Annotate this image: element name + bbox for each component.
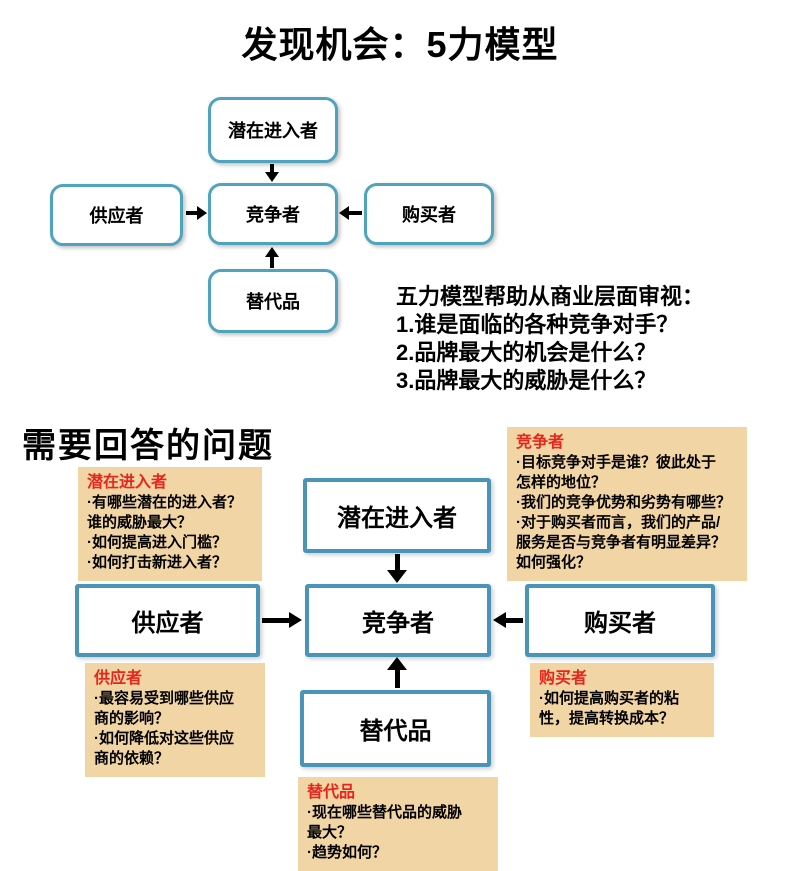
annotation-line: ·对于购买者而言，我们的产品/ — [516, 514, 721, 531]
top-node-competitors-label: 竞争者 — [246, 205, 300, 225]
arrow-shaft — [395, 670, 400, 688]
insight-text-block: 五力模型帮助从商业层面审视： 1.谁是面临的各种竞争对手？ 2.品牌最大的机会是… — [396, 283, 796, 395]
bottom-node-substitutes-label: 替代品 — [359, 718, 432, 745]
top-node-buyers: 购买者 — [364, 183, 494, 245]
annotation-potential-entrants: 潜在进入者 ·有哪些潜在的进入者？ 谁的威胁最大？ ·如何提高进入门槛？ ·如何… — [78, 467, 262, 581]
annotation-line: ·如何打击新进入者？ — [87, 554, 227, 571]
top-node-competitors: 竞争者 — [208, 183, 338, 245]
bottom-node-competitors-label: 竞争者 — [362, 610, 434, 637]
insight-heading: 五力模型帮助从商业层面审视： — [396, 284, 705, 309]
bottom-node-suppliers-label: 供应者 — [131, 610, 204, 637]
annotation-line: ·如何提高进入门槛？ — [87, 534, 227, 551]
insight-item-1: 1.谁是面临的各种竞争对手？ — [396, 312, 679, 337]
arrow-shaft — [270, 257, 274, 268]
annotation-title: 竞争者 — [516, 434, 565, 451]
arrow-shaft — [262, 618, 290, 623]
annotation-line: 性，提高转换成本？ — [539, 710, 675, 727]
annotation-competitors: 竞争者 ·目标竞争对手是谁？彼此处于 怎样的地位？ ·我们的竞争优势和劣势有哪些… — [507, 427, 747, 581]
annotation-line: 如何强化？ — [516, 554, 592, 571]
arrow-head — [265, 172, 279, 182]
arrow-head — [339, 206, 349, 220]
bottom-node-buyers: 购买者 — [525, 584, 715, 657]
annotation-line: 服务是否与竞争者有明显差异？ — [516, 534, 727, 551]
top-node-suppliers-label: 供应者 — [89, 206, 144, 226]
top-node-buyers-label: 购买者 — [402, 205, 456, 225]
bottom-node-suppliers: 供应者 — [75, 584, 260, 657]
annotation-line: ·如何提高购买者的粘 — [539, 690, 679, 707]
annotation-title: 替代品 — [307, 784, 356, 801]
annotation-line: ·现在哪些替代品的威胁 — [307, 804, 462, 821]
annotation-buyers: 购买者 ·如何提高购买者的粘 性，提高转换成本？ — [530, 663, 714, 737]
arrow-head — [197, 206, 207, 220]
annotation-title: 潜在进入者 — [87, 474, 168, 491]
arrow-head — [265, 247, 279, 257]
top-node-substitutes: 替代品 — [208, 269, 338, 333]
annotation-line: 怎样的地位？ — [516, 474, 607, 491]
arrow-head — [289, 612, 302, 628]
arrow-shaft — [349, 211, 362, 215]
insight-item-2: 2.品牌最大的机会是什么？ — [396, 340, 657, 365]
arrow-shaft — [270, 164, 274, 174]
annotation-title: 购买者 — [539, 670, 588, 687]
annotation-line: ·有哪些潜在的进入者？ — [87, 494, 242, 511]
arrow-shaft — [505, 618, 523, 623]
bottom-node-substitutes: 替代品 — [300, 690, 491, 767]
insight-item-3: 3.品牌最大的威胁是什么？ — [396, 368, 657, 393]
annotation-line: 谁的威胁最大？ — [87, 514, 193, 531]
bottom-node-potential-entrants: 潜在进入者 — [303, 478, 491, 553]
arrow-shaft — [186, 211, 198, 215]
annotation-suppliers: 供应者 ·最容易受到哪些供应 商的影响？ ·如何降低对这些供应 商的依赖？ — [85, 663, 265, 777]
top-node-substitutes-label: 替代品 — [246, 292, 300, 312]
annotation-line: ·趋势如何？ — [307, 844, 387, 861]
arrow-head — [493, 612, 506, 628]
top-node-potential-entrants-label: 潜在进入者 — [228, 121, 318, 141]
annotation-line: ·我们的竞争优势和劣势有哪些？ — [516, 494, 731, 511]
arrow-head — [387, 570, 407, 583]
bottom-node-buyers-label: 购买者 — [584, 610, 656, 637]
top-node-suppliers: 供应者 — [50, 184, 183, 246]
annotation-line: ·目标竞争对手是谁？彼此处于 — [516, 454, 716, 471]
page-title: 发现机会：5力模型 — [241, 24, 559, 65]
annotation-line: 商的影响？ — [94, 710, 170, 727]
top-node-potential-entrants: 潜在进入者 — [208, 97, 338, 163]
annotation-line: 最大？ — [307, 824, 353, 841]
annotation-line: 商的依赖？ — [94, 750, 170, 767]
bottom-node-potential-entrants-label: 潜在进入者 — [337, 505, 457, 532]
annotation-line: ·如何降低对这些供应 — [94, 730, 234, 747]
arrow-shaft — [395, 554, 400, 572]
arrow-head — [387, 657, 407, 670]
bottom-node-competitors: 竞争者 — [305, 584, 491, 657]
annotation-title: 供应者 — [94, 670, 143, 687]
annotation-line: ·最容易受到哪些供应 — [94, 690, 234, 707]
section-title: 需要回答的问题 — [22, 427, 274, 465]
annotation-substitutes: 替代品 ·现在哪些替代品的威胁 最大？ ·趋势如何？ — [298, 777, 498, 871]
